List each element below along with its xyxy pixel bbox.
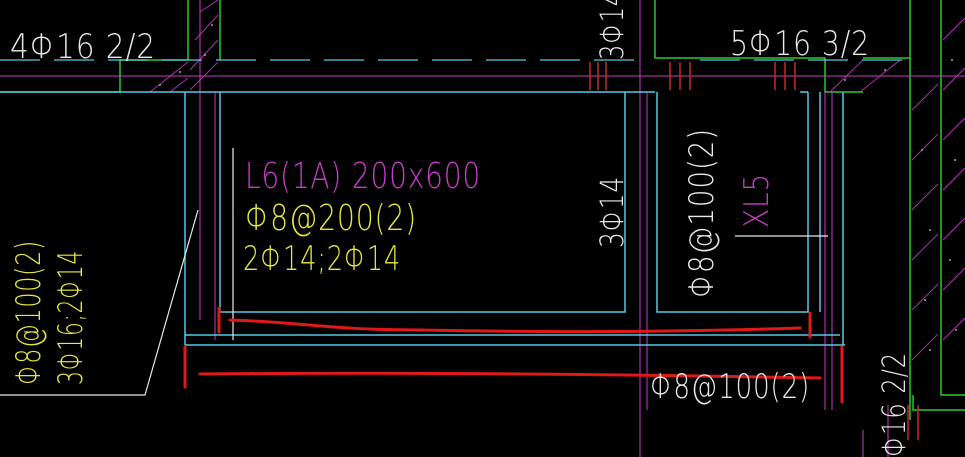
left-long-rebar-label: 3Φ16;2Φ14	[51, 250, 91, 385]
top-vertical-rebar-label: 3Φ14	[593, 0, 631, 60]
wall-speckles	[159, 24, 957, 351]
top-right-rebar-label: 5Φ16 3/2	[730, 24, 870, 64]
beam-name-label: L6(1A) 200x600	[245, 156, 481, 197]
right-vertical-rebar-label: Φ16 2/2	[875, 352, 913, 457]
bottom-stirrup-label: Φ8@100(2)	[650, 367, 810, 407]
top-left-rebar-label: 4Φ16 2/2	[10, 27, 156, 67]
xl-stirrup-label: Φ8@100(2)	[682, 128, 722, 298]
red-markup	[183, 306, 844, 404]
leader-lines	[0, 148, 828, 396]
beam-outlines	[0, 91, 845, 346]
middle-vertical-rebar-label: 3Φ14	[593, 176, 631, 248]
xl-name-label: XL5	[737, 173, 777, 228]
beam-stirrup-label: Φ8@200(2)	[245, 198, 417, 239]
column-ticks	[589, 62, 919, 440]
beam-long-rebar-label: 2Φ14;2Φ14	[243, 239, 401, 279]
left-stirrup-label: Φ8@100(2)	[9, 240, 49, 385]
